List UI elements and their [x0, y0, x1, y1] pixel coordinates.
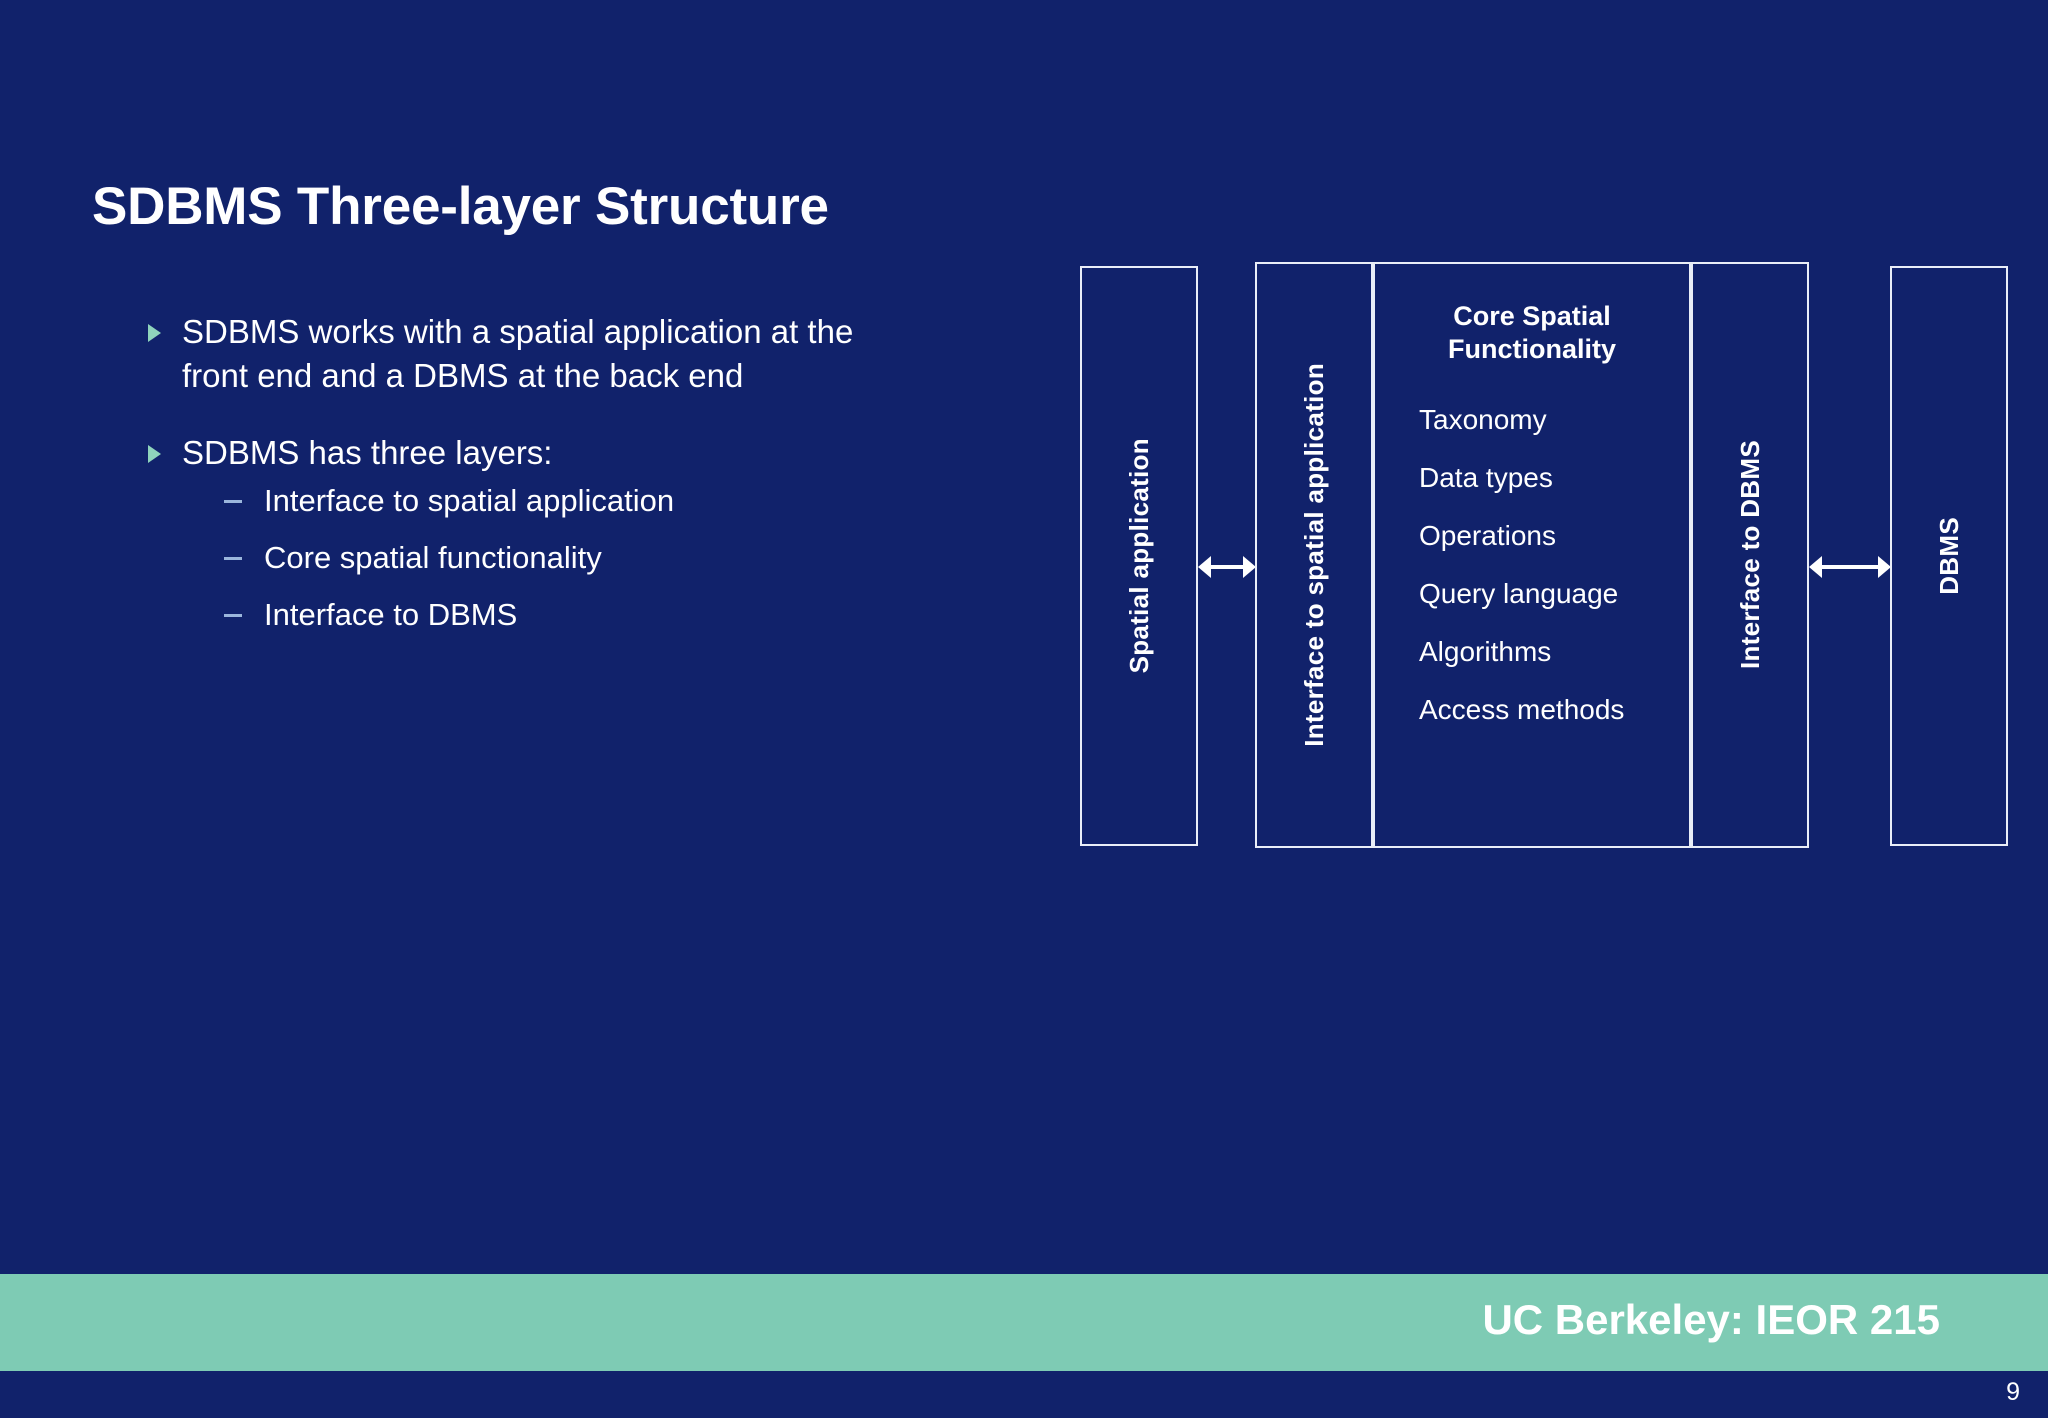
- list-item: Interface to spatial application: [224, 481, 674, 521]
- double-arrow-icon: [1809, 556, 1891, 578]
- sub-bullet-text: Core spatial functionality: [264, 539, 602, 575]
- sub-bullet-text: Interface to spatial application: [264, 482, 675, 518]
- diagram-box-spatial-application: Spatial application: [1080, 266, 1198, 846]
- page-number: 9: [2006, 1378, 2020, 1406]
- triangle-bullet-icon: [148, 431, 182, 464]
- core-item: Algorithms: [1419, 635, 1552, 667]
- diagram-box-label: Interface to DBMS: [1734, 440, 1765, 670]
- diagram-box-dbms: DBMS: [1890, 266, 2008, 846]
- diagram-box-label: Spatial application: [1123, 438, 1154, 674]
- list-item: SDBMS has three layers: Interface to spa…: [148, 431, 878, 652]
- sub-bullet-text: Interface to DBMS: [264, 597, 518, 633]
- core-item: Data types: [1419, 461, 1553, 493]
- diagram-box-interface-to-dbms: Interface to DBMS: [1691, 262, 1809, 848]
- core-item: Operations: [1419, 519, 1556, 551]
- page-title: SDBMS Three-layer Structure: [92, 177, 829, 236]
- diagram-box-core-spatial-functionality: Core Spatial Functionality Taxonomy Data…: [1373, 262, 1691, 848]
- dash-bullet-icon: [224, 595, 264, 618]
- diagram-box-label: Interface to spatial application: [1298, 363, 1329, 747]
- sdbms-architecture-diagram: Spatial application Interface to spatial…: [1080, 262, 2008, 852]
- core-item: Access methods: [1419, 693, 1625, 725]
- core-box-title: Core Spatial Functionality: [1448, 301, 1616, 364]
- dash-bullet-icon: [224, 538, 264, 560]
- dash-bullet-icon: [224, 481, 264, 503]
- footer-band: [0, 1274, 2048, 1371]
- diagram-box-interface-to-spatial-application: Interface to spatial application: [1255, 262, 1373, 848]
- bullet-text: SDBMS has three layers:: [182, 434, 553, 472]
- footer-title: UC Berkeley: IEOR 215: [1482, 1296, 1940, 1343]
- list-item: Core spatial functionality: [224, 538, 674, 578]
- bullet-text: SDBMS works with a spatial application a…: [182, 313, 854, 394]
- double-arrow-icon: [1198, 556, 1256, 578]
- core-item: Query language: [1419, 577, 1619, 609]
- sub-bullet-list: Interface to spatial application Core sp…: [224, 481, 674, 636]
- list-item: Interface to DBMS: [224, 595, 674, 635]
- bullet-list: SDBMS works with a spatial application a…: [148, 310, 878, 687]
- diagram-box-label: DBMS: [1933, 517, 1964, 595]
- core-item: Taxonomy: [1419, 403, 1547, 435]
- list-item: SDBMS works with a spatial application a…: [148, 310, 878, 397]
- triangle-bullet-icon: [148, 310, 182, 342]
